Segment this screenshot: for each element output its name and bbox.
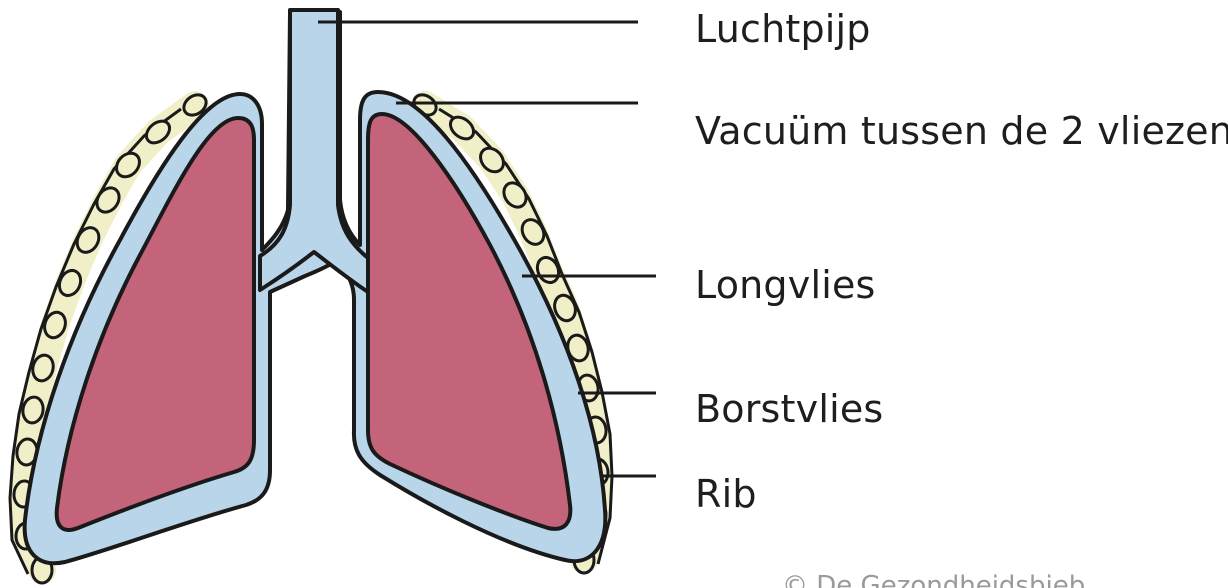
copyright-notice: © De Gezondheidsbieb — [782, 573, 1085, 588]
label-rib: Rib — [695, 475, 757, 513]
label-borstvlies: Borstvlies — [695, 390, 883, 428]
label-longvlies: Longvlies — [695, 266, 876, 304]
trachea — [260, 10, 368, 292]
label-luchtpijp: Luchtpijp — [695, 10, 871, 48]
label-vacuum: Vacuüm tussen de 2 vliezen — [695, 112, 1228, 150]
